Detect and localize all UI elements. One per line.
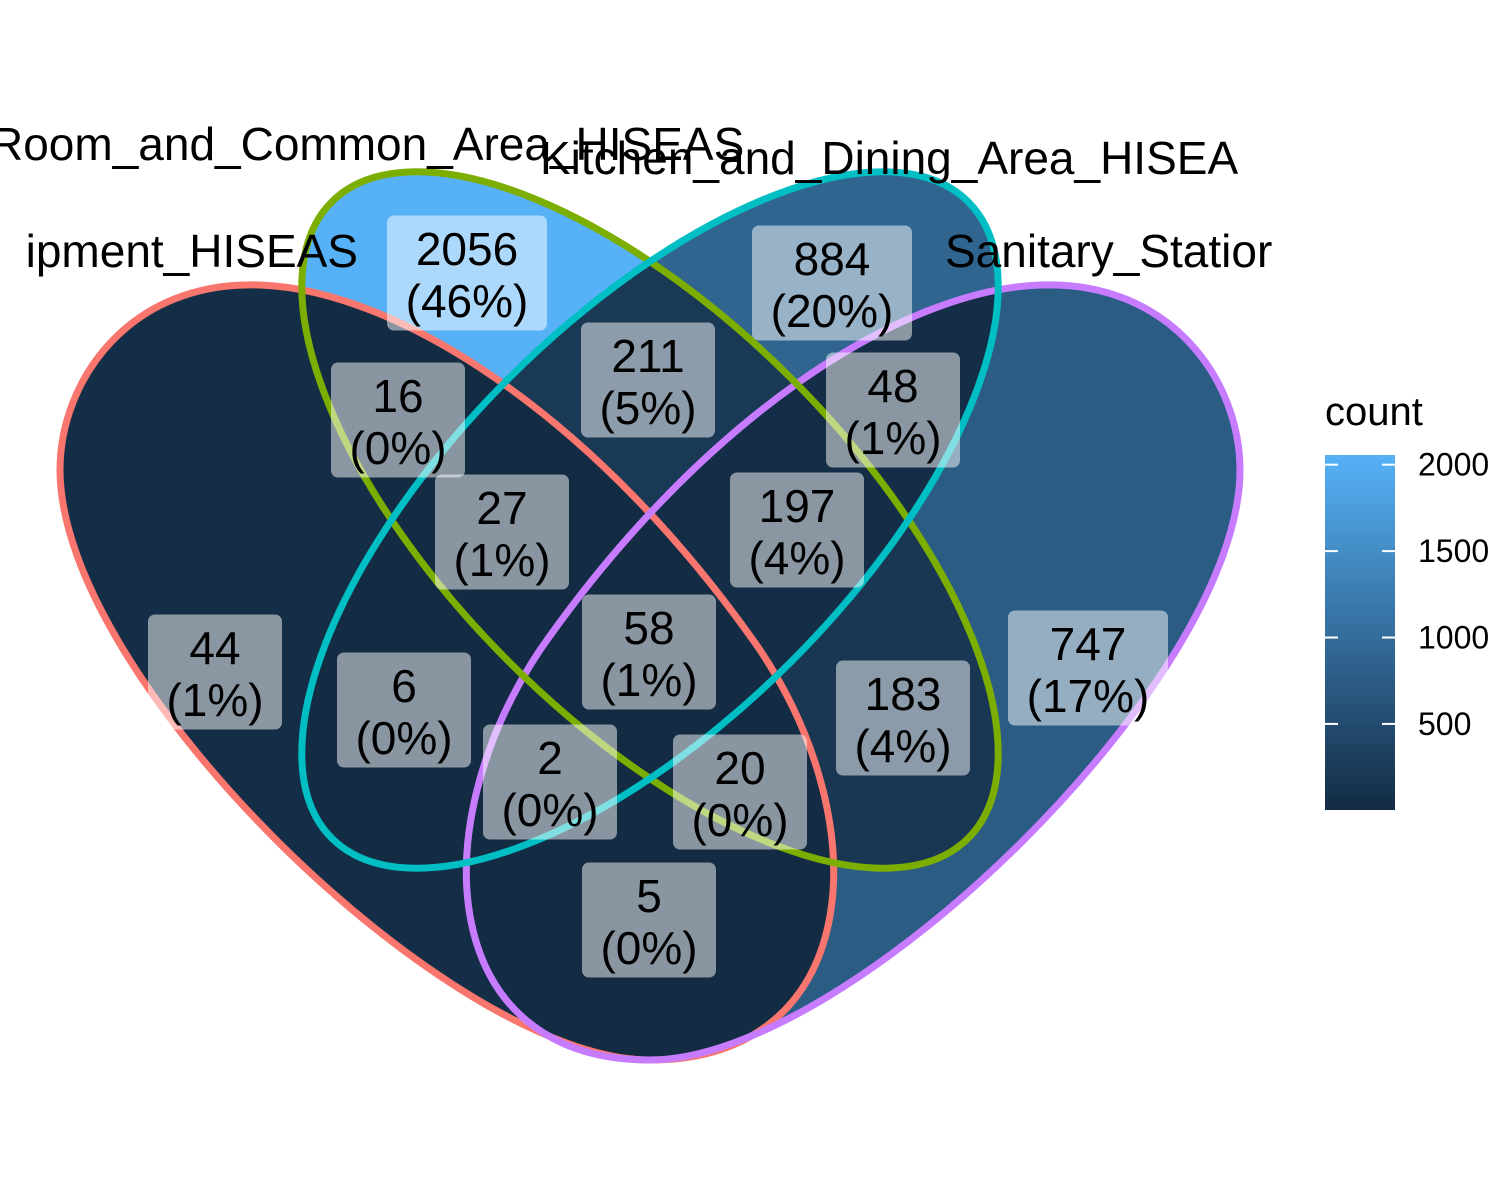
region-percent-label: (1%): [453, 534, 550, 586]
legend-tick-label: 1500: [1418, 533, 1489, 569]
region-label-box: [730, 472, 864, 588]
region-label: 747(17%): [1008, 610, 1168, 726]
set-label-room: Room_and_Common_Area_HISEAS: [0, 118, 744, 170]
legend-colorbar: [1325, 455, 1395, 810]
set-label-equipment: ipment_HISEAS: [26, 225, 358, 277]
set-label-kitchen: Kitchen_and_Dining_Area_HISEA: [540, 132, 1238, 184]
legend-tick-label: 500: [1418, 706, 1471, 742]
region-label-box: [836, 660, 970, 776]
region-label: 197(4%): [730, 472, 864, 588]
region-count-label: 58: [623, 602, 674, 654]
region-label-box: [483, 724, 617, 840]
kitchen-set-outline: [298, 168, 1002, 872]
region-label-box: [752, 225, 912, 341]
region-label: 44(1%): [148, 614, 282, 730]
legend-tick-label: 2000: [1418, 447, 1489, 483]
region-label-box: [337, 652, 471, 768]
region-count-label: 2056: [416, 223, 518, 275]
region-percent-label: (46%): [406, 275, 529, 327]
region-label: 58(1%): [582, 594, 716, 710]
region-label-box: [673, 734, 807, 850]
region-count-label: 747: [1050, 618, 1127, 670]
venn-set-outlines: [56, 168, 1244, 1064]
region-count-label: 183: [865, 668, 942, 720]
region-percent-label: (0%): [349, 422, 446, 474]
region-count-label: 2: [537, 732, 563, 784]
venn-region-labels: 44(1%)2056(46%)884(20%)747(17%)16(0%)211…: [148, 215, 1168, 978]
region-percent-label: (0%): [355, 712, 452, 764]
region-label-box: [435, 474, 569, 590]
region-count-label: 44: [189, 622, 240, 674]
region-count-label: 48: [867, 360, 918, 412]
region-label-box: [826, 352, 960, 468]
legend-tick-label: 1000: [1418, 620, 1489, 656]
region-count-label: 197: [759, 480, 836, 532]
venn-set-labels: Room_and_Common_Area_HISEAS Kitchen_and_…: [0, 118, 1272, 277]
room-set-outline: [298, 168, 1002, 872]
region-label-box: [582, 862, 716, 978]
region-percent-label: (0%): [600, 922, 697, 974]
region-label: 5(0%): [582, 862, 716, 978]
legend-ticks: 500 1000 1500 2000: [1325, 447, 1489, 742]
region-percent-label: (0%): [691, 794, 788, 846]
region-percent-label: (1%): [600, 654, 697, 706]
region-percent-label: (4%): [748, 532, 845, 584]
region-percent-label: (20%): [771, 285, 894, 337]
region-label: 2(0%): [483, 724, 617, 840]
legend-title: count: [1325, 390, 1423, 434]
region-label-box: [387, 215, 547, 331]
region-label: 6(0%): [337, 652, 471, 768]
region-count-label: 5: [636, 870, 662, 922]
set-label-sanitary: Sanitary_Statior: [945, 225, 1272, 277]
region-label-box: [582, 594, 716, 710]
count-legend: count 500 1000 1500 2000: [1325, 390, 1489, 810]
region-label-box: [148, 614, 282, 730]
region-count-label: 211: [611, 330, 684, 382]
region-label: 183(4%): [836, 660, 970, 776]
region-percent-label: (4%): [854, 720, 951, 772]
region-percent-label: (17%): [1027, 670, 1150, 722]
region-percent-label: (1%): [844, 412, 941, 464]
region-label: 211(5%): [581, 322, 715, 438]
region-count-label: 6: [391, 660, 417, 712]
region-percent-label: (0%): [501, 784, 598, 836]
region-label: 884(20%): [752, 225, 912, 341]
region-count-label: 20: [714, 742, 765, 794]
region-label: 16(0%): [331, 362, 465, 478]
region-label: 48(1%): [826, 352, 960, 468]
region-label: 20(0%): [673, 734, 807, 850]
region-label-box: [1008, 610, 1168, 726]
region-label-box: [331, 362, 465, 478]
region-label: 27(1%): [435, 474, 569, 590]
region-count-label: 27: [476, 482, 527, 534]
region-label-box: [581, 322, 715, 438]
region-percent-label: (5%): [599, 382, 696, 434]
region-count-label: 16: [372, 370, 423, 422]
equipment-set-outline: [56, 281, 837, 1064]
region-percent-label: (1%): [166, 674, 263, 726]
region-label: 2056(46%): [387, 215, 547, 331]
region-count-label: 884: [794, 233, 871, 285]
